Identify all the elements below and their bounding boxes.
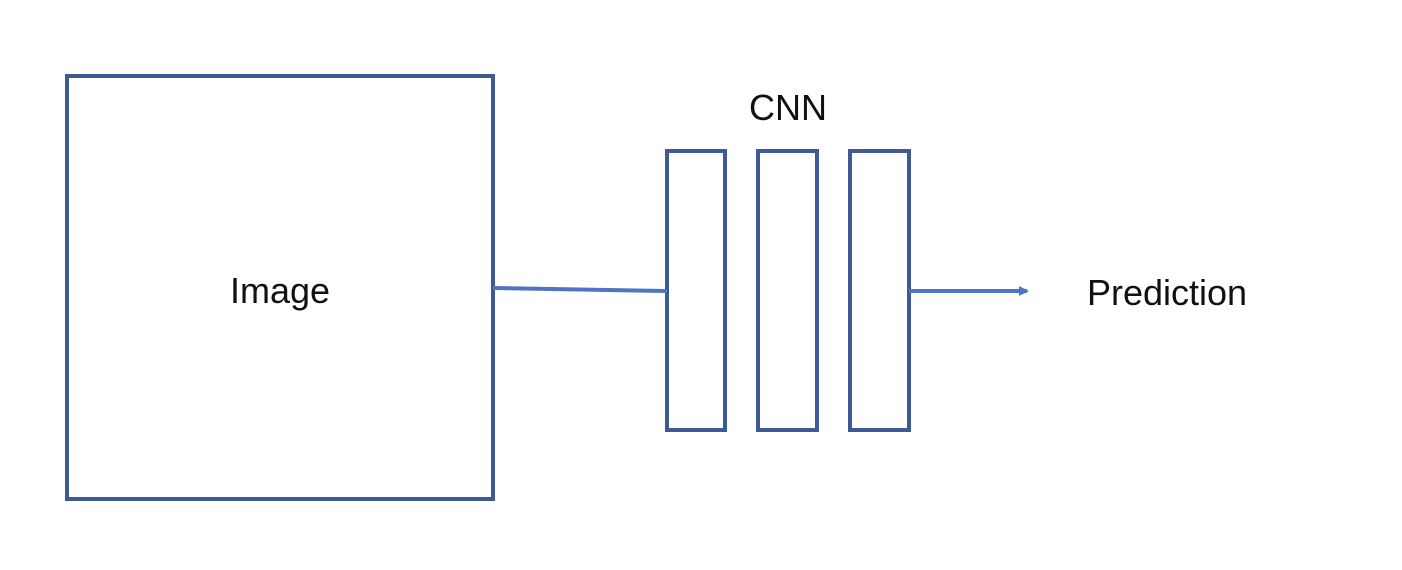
- connector-image-to-cnn: [492, 286, 668, 293]
- prediction-label: Prediction: [1086, 272, 1248, 313]
- cnn-layer-1: [665, 149, 727, 432]
- cnn-layer-3: [848, 149, 911, 432]
- cnn-layer-2: [756, 149, 819, 432]
- cnn-label: CNN: [749, 87, 827, 128]
- image-label: Image: [229, 270, 331, 311]
- image-box: [65, 74, 495, 501]
